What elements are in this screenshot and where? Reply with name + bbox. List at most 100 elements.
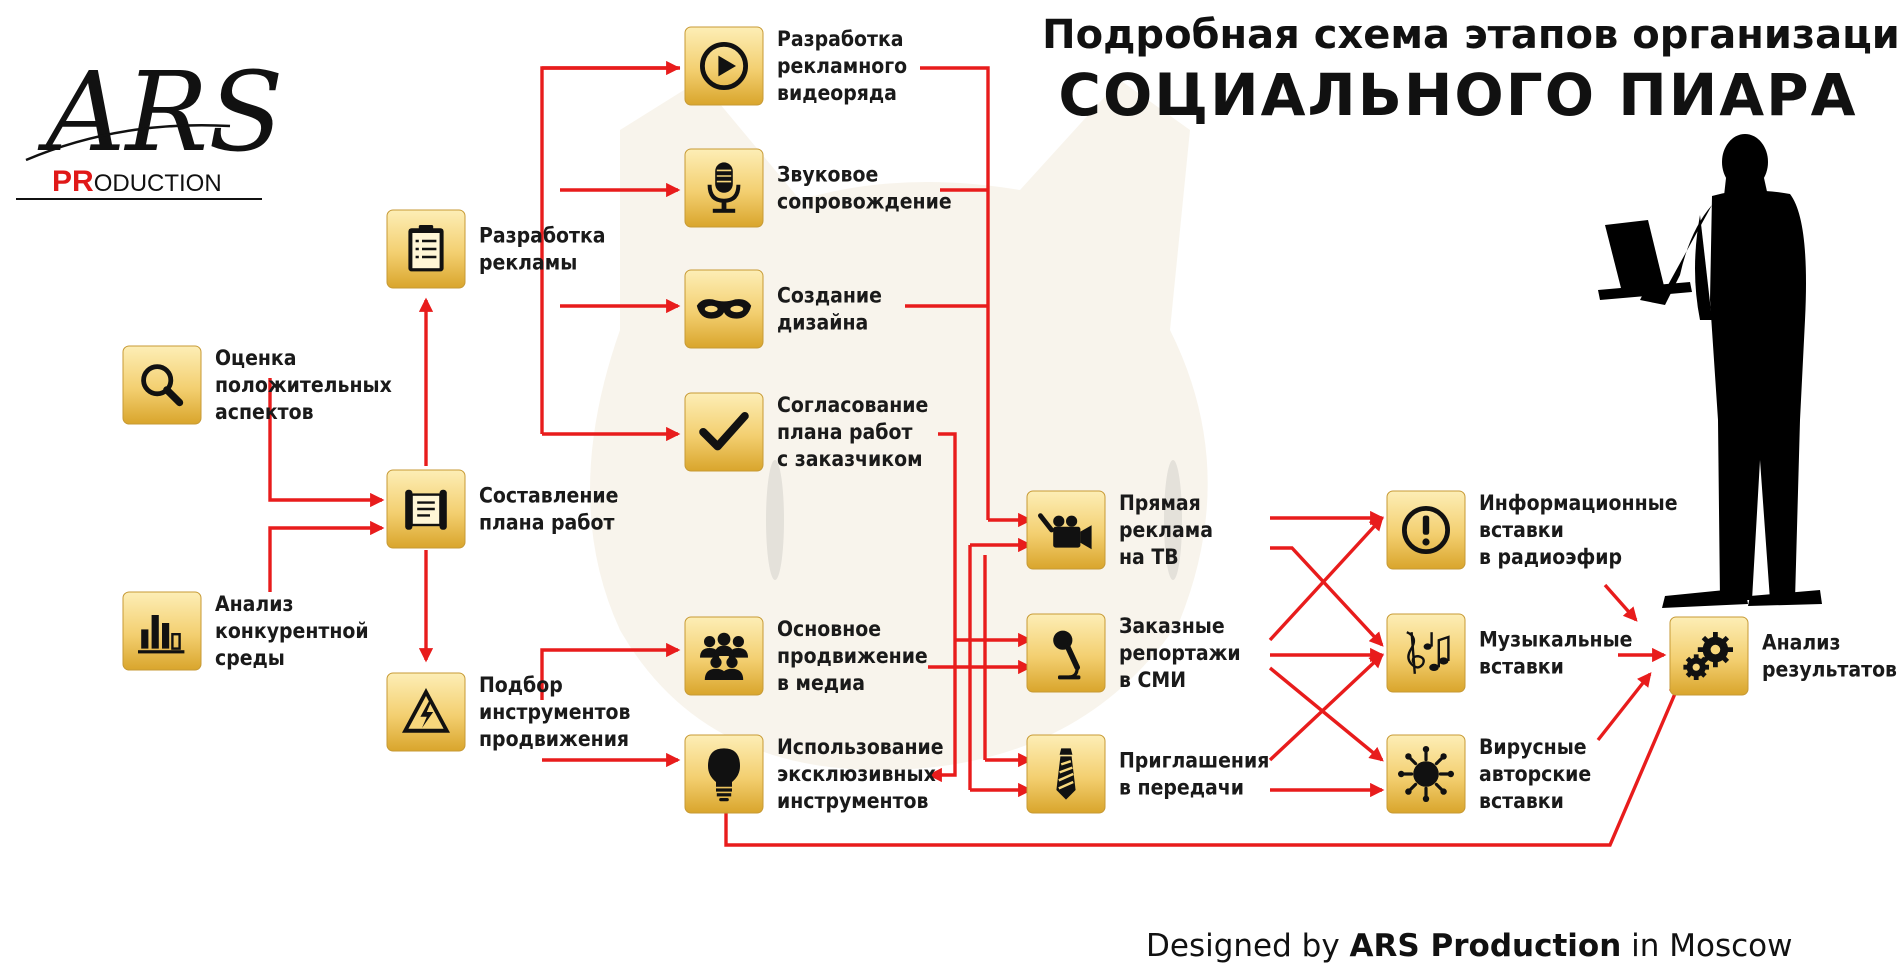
node-label-line: рекламного xyxy=(777,54,907,78)
node-label: Оценка положительных аспектов xyxy=(215,346,392,424)
node-label-line: Приглашения xyxy=(1119,749,1269,773)
arrow-reports-to-viral xyxy=(1268,666,1384,762)
node-label-line: инструментов xyxy=(777,789,929,813)
node-label-line: Звуковое xyxy=(777,163,878,187)
icon-tile xyxy=(1386,613,1466,693)
logo-monogram: ARS xyxy=(37,48,284,176)
connector-collector xyxy=(920,66,990,520)
footer-credit: Designed by ARS Production in Moscow xyxy=(1146,928,1792,964)
node-label-line: Согласование xyxy=(777,393,928,417)
node-label-line: эксклюзивных xyxy=(777,762,936,786)
node-label-line: в медиа xyxy=(777,671,865,695)
node-label-line: Разработка xyxy=(777,27,904,51)
node-label: Приглашения в передачи xyxy=(1119,749,1269,800)
node-label: Подбор инструментов продвижения xyxy=(479,673,631,751)
node-label-line: Основное xyxy=(777,617,881,641)
node-label-line: в передачи xyxy=(1119,776,1244,800)
arrow-exclusive-to-results xyxy=(724,679,1682,847)
arrow-approval-to-exclusive xyxy=(927,432,957,783)
node-label-line: аспектов xyxy=(215,400,314,424)
connector-verticals xyxy=(968,545,987,790)
node-plan: Составление плана работ xyxy=(386,469,618,549)
node-label-line: в СМИ xyxy=(1119,668,1186,692)
node-label-line: вставки xyxy=(1479,789,1564,813)
node-label-line: Прямая xyxy=(1119,491,1201,515)
node-media: Основное продвижение в медиа xyxy=(684,616,928,696)
node-label-line: реклама xyxy=(1119,518,1213,542)
node-label-line: положительных xyxy=(215,373,392,397)
arrow-tools-to-media xyxy=(540,642,681,700)
virus-icon xyxy=(1396,744,1456,804)
node-label-line: Информационные xyxy=(1479,491,1678,515)
node-label: Основное продвижение в медиа xyxy=(777,617,928,695)
logo-tagline: PRODUCTION xyxy=(52,165,222,198)
node-label-line: Заказные xyxy=(1119,614,1225,638)
node-label-line: Составление xyxy=(479,484,618,508)
node-evaluation: Оценка положительных аспектов xyxy=(122,345,392,425)
node-label-line: среды xyxy=(215,646,285,670)
node-label: Использование эксклюзивных инструментов xyxy=(777,735,944,813)
arrow-radio-to-results xyxy=(1603,583,1638,622)
businessman-silhouette xyxy=(1598,134,1822,608)
node-sound: Звуковое сопровождение xyxy=(684,148,952,228)
node-label-line: дизайна xyxy=(777,311,868,335)
arrow-invites-to-music xyxy=(1268,653,1384,762)
node-label-line: Подбор xyxy=(479,673,563,697)
node-label-line: сопровождение xyxy=(777,190,952,214)
node-label: Разработка рекламы xyxy=(479,224,606,275)
icon-tile xyxy=(684,392,764,472)
node-label: Анализ результатов xyxy=(1762,631,1897,682)
clipboard-icon xyxy=(407,223,445,273)
node-label-line: результатов xyxy=(1762,658,1897,682)
node-label-line: вставки xyxy=(1479,655,1564,679)
node-label: Музыкальные вставки xyxy=(1479,628,1633,679)
icon-tile xyxy=(122,345,202,425)
scroll-icon xyxy=(404,488,448,531)
node-label-line: Создание xyxy=(777,284,882,308)
node-label: Анализ конкурентной среды xyxy=(215,592,369,670)
node-label-line: Анализ xyxy=(215,592,293,616)
node-label-line: продвижение xyxy=(777,644,928,668)
node-label-line: Разработка xyxy=(479,224,606,248)
node-label-line: Использование xyxy=(777,735,944,759)
arrow-evaluation-to-plan xyxy=(268,378,385,508)
node-invites: Приглашения в передачи xyxy=(1026,734,1269,814)
node-label-line: рекламы xyxy=(479,251,577,275)
cat-watermark-eyes xyxy=(766,460,1182,580)
title-line-1: Подробная схема этапов организации xyxy=(1042,12,1898,58)
node-label-line: Вирусные xyxy=(1479,735,1587,759)
node-label-line: продвижения xyxy=(479,727,629,751)
node-label-line: Анализ xyxy=(1762,631,1840,655)
node-ad-dev: Разработка рекламы xyxy=(386,209,606,289)
cat-watermark xyxy=(590,80,1208,770)
node-label-line: плана работ xyxy=(479,511,614,535)
node-label-line: видеоряда xyxy=(777,81,897,105)
node-design: Создание дизайна xyxy=(684,269,882,349)
node-tools: Подбор инструментов продвижения xyxy=(386,672,631,752)
node-label-line: Музыкальные xyxy=(1479,628,1633,652)
node-label-line: Оценка xyxy=(215,346,297,370)
ars-production-logo: ARS PRODUCTION xyxy=(16,48,284,200)
node-label-line: инструментов xyxy=(479,700,631,724)
arrow-analysis-to-plan xyxy=(268,520,385,592)
node-label: Создание дизайна xyxy=(777,284,882,335)
node-music: Музыкальные вставки xyxy=(1386,613,1633,693)
node-label: Составление плана работ xyxy=(479,484,618,535)
node-label-line: вставки xyxy=(1479,518,1564,542)
flow-arrows xyxy=(268,60,1682,847)
arrow-reports-to-radio xyxy=(1268,516,1384,642)
node-analysis: Анализ конкурентной среды xyxy=(122,591,369,671)
node-label-line: с заказчиком xyxy=(777,447,923,471)
node-label-line: конкурентной xyxy=(215,619,369,643)
